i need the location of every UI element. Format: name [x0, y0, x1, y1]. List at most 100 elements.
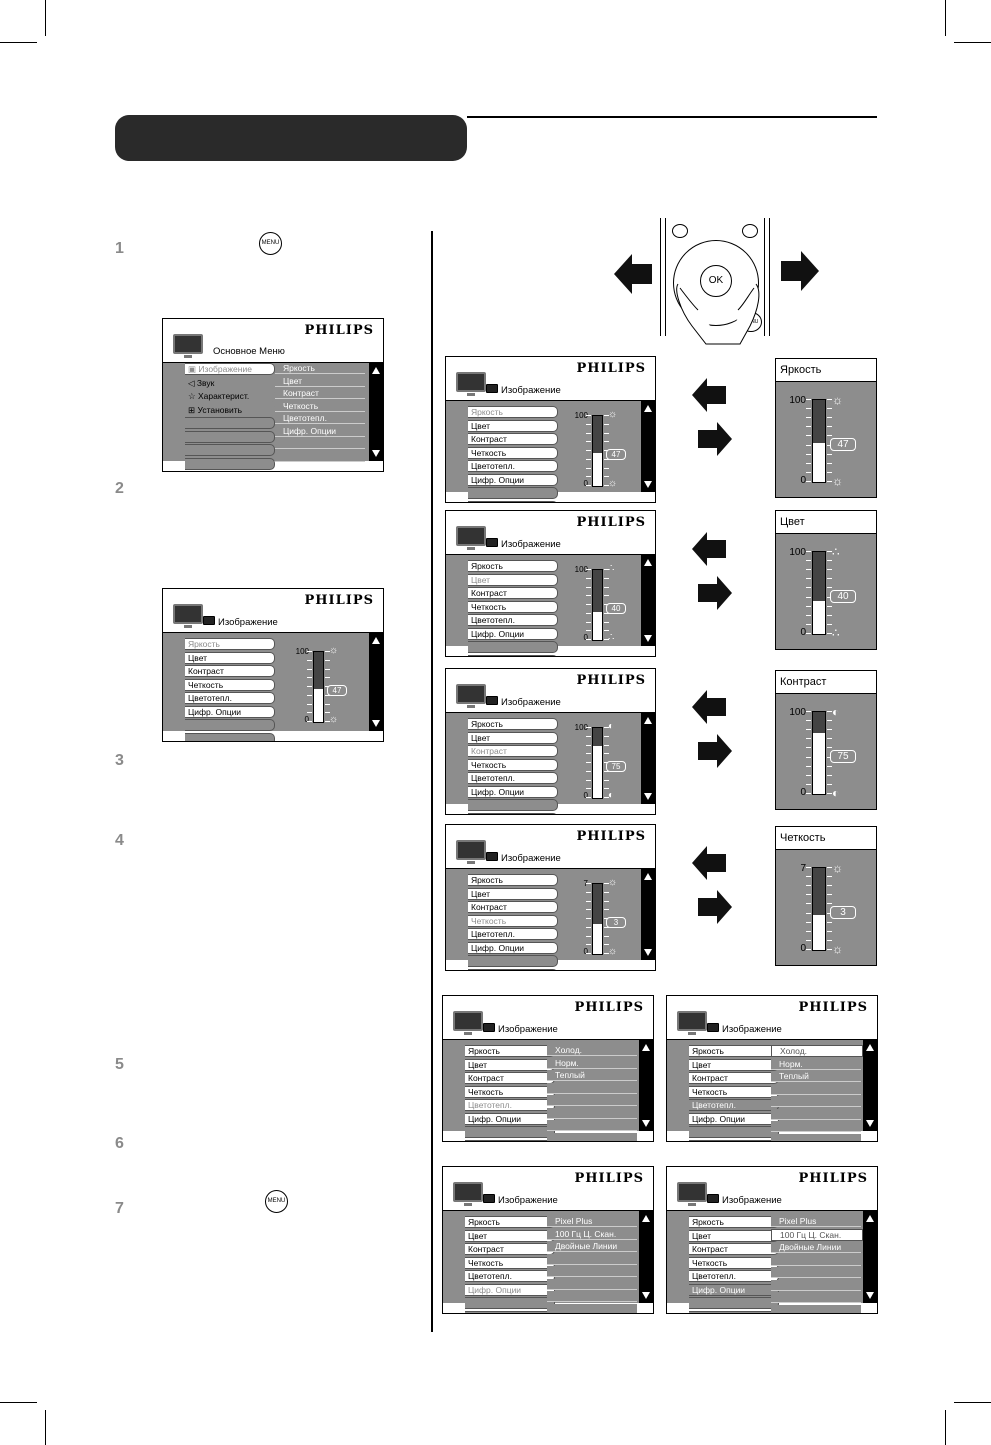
menu-item-install[interactable]: ⊞ Установить	[185, 403, 275, 416]
menu-item[interactable]: Цвет	[465, 1058, 555, 1071]
menu-item[interactable]: Яркость	[689, 1045, 779, 1057]
option-item[interactable]: Холод.	[771, 1045, 863, 1057]
slider-panel-title: Яркость	[776, 359, 876, 382]
menu-item[interactable]: Яркость	[185, 638, 275, 650]
slider-symbol-icon: ◐	[608, 721, 615, 732]
menu-item[interactable]: Яркость	[468, 718, 558, 730]
option-item[interactable]: Pixel Plus	[547, 1216, 637, 1227]
menu-item[interactable]: Цветотепл.	[689, 1099, 779, 1111]
menu-item[interactable]: Четкость	[185, 678, 275, 691]
menu-item[interactable]: Цветотепл.	[468, 460, 558, 472]
scrollbar[interactable]	[641, 713, 655, 804]
scrollbar[interactable]	[863, 1211, 877, 1303]
option-item[interactable]: Двойные Линии	[771, 1242, 861, 1253]
menu-item[interactable]: Яркость	[468, 560, 558, 572]
menu-item[interactable]: Четкость	[465, 1256, 555, 1269]
menu-item[interactable]: Цветотепл.	[468, 614, 558, 626]
scrollbar[interactable]	[369, 633, 383, 731]
option-item[interactable]: 100 Гц Ц. Скан.	[547, 1228, 637, 1240]
menu-item-features[interactable]: ☆ Характерист.	[185, 390, 275, 402]
option-item[interactable]: Холод.	[547, 1045, 637, 1056]
slider-min-label: 0	[583, 947, 588, 956]
option-item[interactable]: Теплый	[771, 1071, 861, 1082]
menu-item[interactable]: Цифр. Опции	[468, 473, 558, 486]
menu-item[interactable]: Цифр. Опции	[468, 627, 558, 640]
sharpness-slider[interactable]: 703☼☼	[572, 877, 642, 963]
scroll-down-icon	[644, 949, 652, 956]
menu-item[interactable]: Цифр. Опции	[468, 941, 558, 954]
menu-item[interactable]: Контраст	[689, 1243, 779, 1255]
ok-button: OK	[700, 265, 732, 297]
slider-max-label: 100	[789, 707, 806, 718]
menu-item[interactable]: Цифр. Опции	[185, 705, 275, 718]
menu-item[interactable]: Цвет	[689, 1229, 779, 1242]
menu-item[interactable]: Цифр. Опции	[465, 1112, 555, 1125]
menu-item[interactable]: Яркость	[465, 1045, 555, 1057]
scrollbar[interactable]	[863, 1040, 877, 1131]
option-item[interactable]: 100 Гц Ц. Скан.	[771, 1228, 863, 1241]
option-item[interactable]: Теплый	[547, 1070, 637, 1081]
menu-item[interactable]: Контраст	[465, 1072, 555, 1084]
menu-item-picture[interactable]: ▣ Изображение	[185, 363, 275, 375]
menu-item[interactable]: Яркость	[468, 874, 558, 886]
menu-item[interactable]: Цвет	[468, 419, 558, 432]
scrollbar[interactable]	[639, 1040, 653, 1131]
menu-item[interactable]: Цвет	[468, 573, 558, 586]
option-item[interactable]: Pixel Plus	[771, 1216, 861, 1227]
slider-track	[592, 727, 603, 799]
scrollbar[interactable]	[641, 555, 655, 646]
menu-item[interactable]: Четкость	[468, 446, 558, 459]
menu-item[interactable]: Цвет	[185, 651, 275, 664]
menu-item[interactable]: Цветотепл.	[465, 1099, 555, 1111]
scrollbar[interactable]	[641, 869, 655, 960]
menu-item[interactable]: Четкость	[465, 1085, 555, 1098]
menu-item[interactable]: Цветотепл.	[689, 1270, 779, 1282]
menu-item[interactable]: Контраст	[468, 433, 558, 445]
menu-item[interactable]: Контраст	[465, 1243, 555, 1255]
menu-item[interactable]: Цветотепл.	[185, 692, 275, 704]
option-item[interactable]: Норм.	[547, 1057, 637, 1069]
menu-item[interactable]: Четкость	[689, 1085, 779, 1098]
menu-item[interactable]: Цвет	[465, 1229, 555, 1242]
menu-item[interactable]: Цифр. Опции	[689, 1112, 779, 1125]
menu-item[interactable]: Четкость	[689, 1256, 779, 1269]
menu-item[interactable]: Четкость	[468, 914, 558, 927]
menu-item-sound[interactable]: ◁ Звук	[185, 376, 275, 389]
menu-item[interactable]: Четкость	[468, 600, 558, 613]
menu-item[interactable]: Цветотепл.	[468, 772, 558, 784]
menu-item[interactable]: Контраст	[689, 1072, 779, 1084]
menu-item[interactable]: Яркость	[468, 406, 558, 418]
menu-item[interactable]: Цифр. Опции	[465, 1283, 555, 1296]
scrollbar[interactable]	[369, 363, 383, 461]
slider-max-label: 100	[574, 565, 588, 574]
slider-min-label: 0	[800, 943, 806, 954]
menu-item[interactable]: Контраст	[468, 587, 558, 599]
menu-item[interactable]: Четкость	[468, 758, 558, 771]
scrollbar[interactable]	[639, 1211, 653, 1303]
menu-item[interactable]: Цвет	[468, 731, 558, 744]
menu-item[interactable]: Цветотепл.	[465, 1270, 555, 1282]
slider-value: 40	[830, 590, 856, 603]
menu-item[interactable]: Контраст	[468, 745, 558, 757]
menu-item[interactable]: Цвет	[468, 887, 558, 900]
menu-item[interactable]: Цветотепл.	[468, 928, 558, 940]
menu-item[interactable]: Яркость	[465, 1216, 555, 1228]
option-item[interactable]: Норм.	[771, 1058, 861, 1070]
menu-item[interactable]: Цифр. Опции	[468, 785, 558, 798]
menu-item[interactable]: Яркость	[689, 1216, 779, 1228]
menu-item[interactable]: Цифр. Опции	[689, 1283, 779, 1296]
menu-item[interactable]: Контраст	[185, 665, 275, 677]
menu-item[interactable]: Цвет	[689, 1058, 779, 1071]
option-item[interactable]: Двойные Линии	[547, 1241, 637, 1252]
menu-item[interactable]: Контраст	[468, 901, 558, 913]
scrollbar[interactable]	[641, 401, 655, 492]
